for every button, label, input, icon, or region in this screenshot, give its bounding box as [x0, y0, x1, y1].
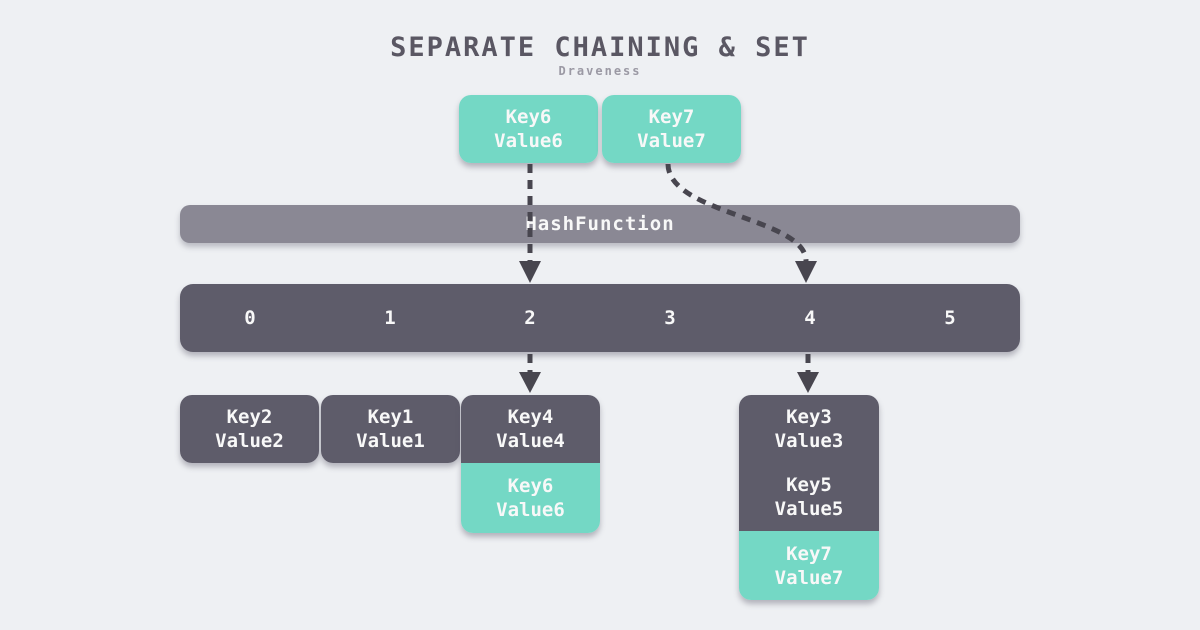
- value-label: Value6: [494, 130, 563, 152]
- bucket-cell-4: 4: [804, 307, 816, 329]
- value-label: Value6: [496, 499, 565, 521]
- value-label: Value7: [774, 566, 844, 589]
- key-label: Key2: [226, 406, 273, 428]
- chain-bucket-2: Key4 Value4 Key6 Value6: [461, 395, 600, 533]
- arrowhead-bucket2-to-chain: [519, 372, 541, 393]
- key-label: Key6: [505, 106, 552, 128]
- key-label: Key7: [648, 106, 695, 128]
- key-value-entry: Key2 Value2: [180, 395, 319, 463]
- value-label: Value7: [637, 130, 706, 152]
- hash-function-label: HashFunction: [525, 213, 675, 235]
- key-value-entry: Key7 Value7: [602, 95, 741, 163]
- arrowhead-key7-to-bucket4: [795, 261, 817, 283]
- chain-bucket-1: Key1 Value1: [321, 395, 460, 463]
- chain-bucket-4: Key3 Value3 Key5 Value5 Key7 Value7: [739, 395, 879, 600]
- bucket-cell-5: 5: [944, 307, 956, 329]
- key-label: Key6: [507, 475, 554, 497]
- key-label: Key4: [507, 406, 554, 428]
- key-label: Key7: [786, 542, 832, 565]
- value-label: Value4: [496, 430, 565, 452]
- key-value-entry: Key6 Value6: [459, 95, 598, 163]
- value-label: Value1: [356, 430, 425, 452]
- key-value-entry-highlighted: Key7 Value7: [739, 531, 879, 600]
- key-label: Key5: [786, 474, 832, 496]
- bucket-cell-0: 0: [244, 307, 256, 329]
- key-value-entry: Key4 Value4: [461, 395, 600, 463]
- key-value-entry: Key1 Value1: [321, 395, 460, 463]
- key-label: Key1: [367, 406, 414, 428]
- key-value-entry-highlighted: Key6 Value6: [461, 463, 600, 533]
- key-label: Key3: [786, 406, 832, 428]
- chain-bucket-0: Key2 Value2: [180, 395, 319, 463]
- key-value-entry: Key3 Value3: [739, 395, 879, 463]
- value-label: Value2: [215, 430, 284, 452]
- incoming-key-node-key7: Key7 Value7: [602, 95, 741, 163]
- bucket-cell-3: 3: [664, 307, 676, 329]
- key-value-entry: Key5 Value5: [739, 463, 879, 531]
- bucket-cell-2: 2: [524, 307, 536, 329]
- bucket-cell-1: 1: [384, 307, 396, 329]
- hash-function-bar: HashFunction: [180, 205, 1020, 243]
- arrowhead-key6-to-bucket2: [519, 261, 541, 283]
- page-title: SEPARATE CHAINING & SET: [390, 32, 810, 63]
- page-subtitle: Draveness: [558, 64, 642, 78]
- incoming-key-node-key6: Key6 Value6: [459, 95, 598, 163]
- value-label: Value5: [774, 498, 844, 520]
- arrowhead-bucket4-to-chain: [797, 372, 819, 393]
- bucket-array: 0 1 2 3 4 5: [180, 284, 1020, 352]
- value-label: Value3: [774, 430, 844, 452]
